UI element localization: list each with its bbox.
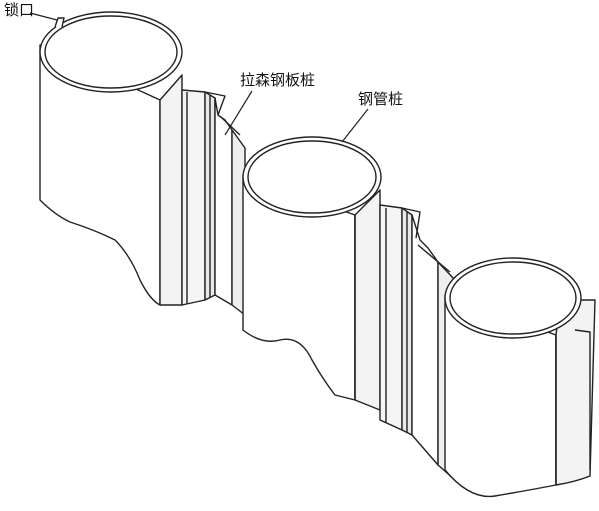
leader-interlock — [29, 12, 58, 21]
steel-pipe-pile-3 — [444, 257, 596, 498]
larsen-sheet-pile-2 — [379, 204, 456, 481]
steel-pipe-pile-2 — [242, 136, 382, 411]
leader-lines — [29, 12, 369, 143]
steel-pipe-pile-label: 钢管桩 — [358, 90, 404, 108]
steel-pipe-pile-1 — [39, 11, 183, 306]
interlock-label: 锁口 — [4, 1, 35, 19]
leader-sheet-pile — [224, 90, 253, 136]
leader-pipe-pile — [341, 108, 369, 143]
larsen-sheet-pile-1 — [181, 89, 246, 316]
larsen-sheet-pile-label: 拉森钢板桩 — [240, 71, 316, 89]
